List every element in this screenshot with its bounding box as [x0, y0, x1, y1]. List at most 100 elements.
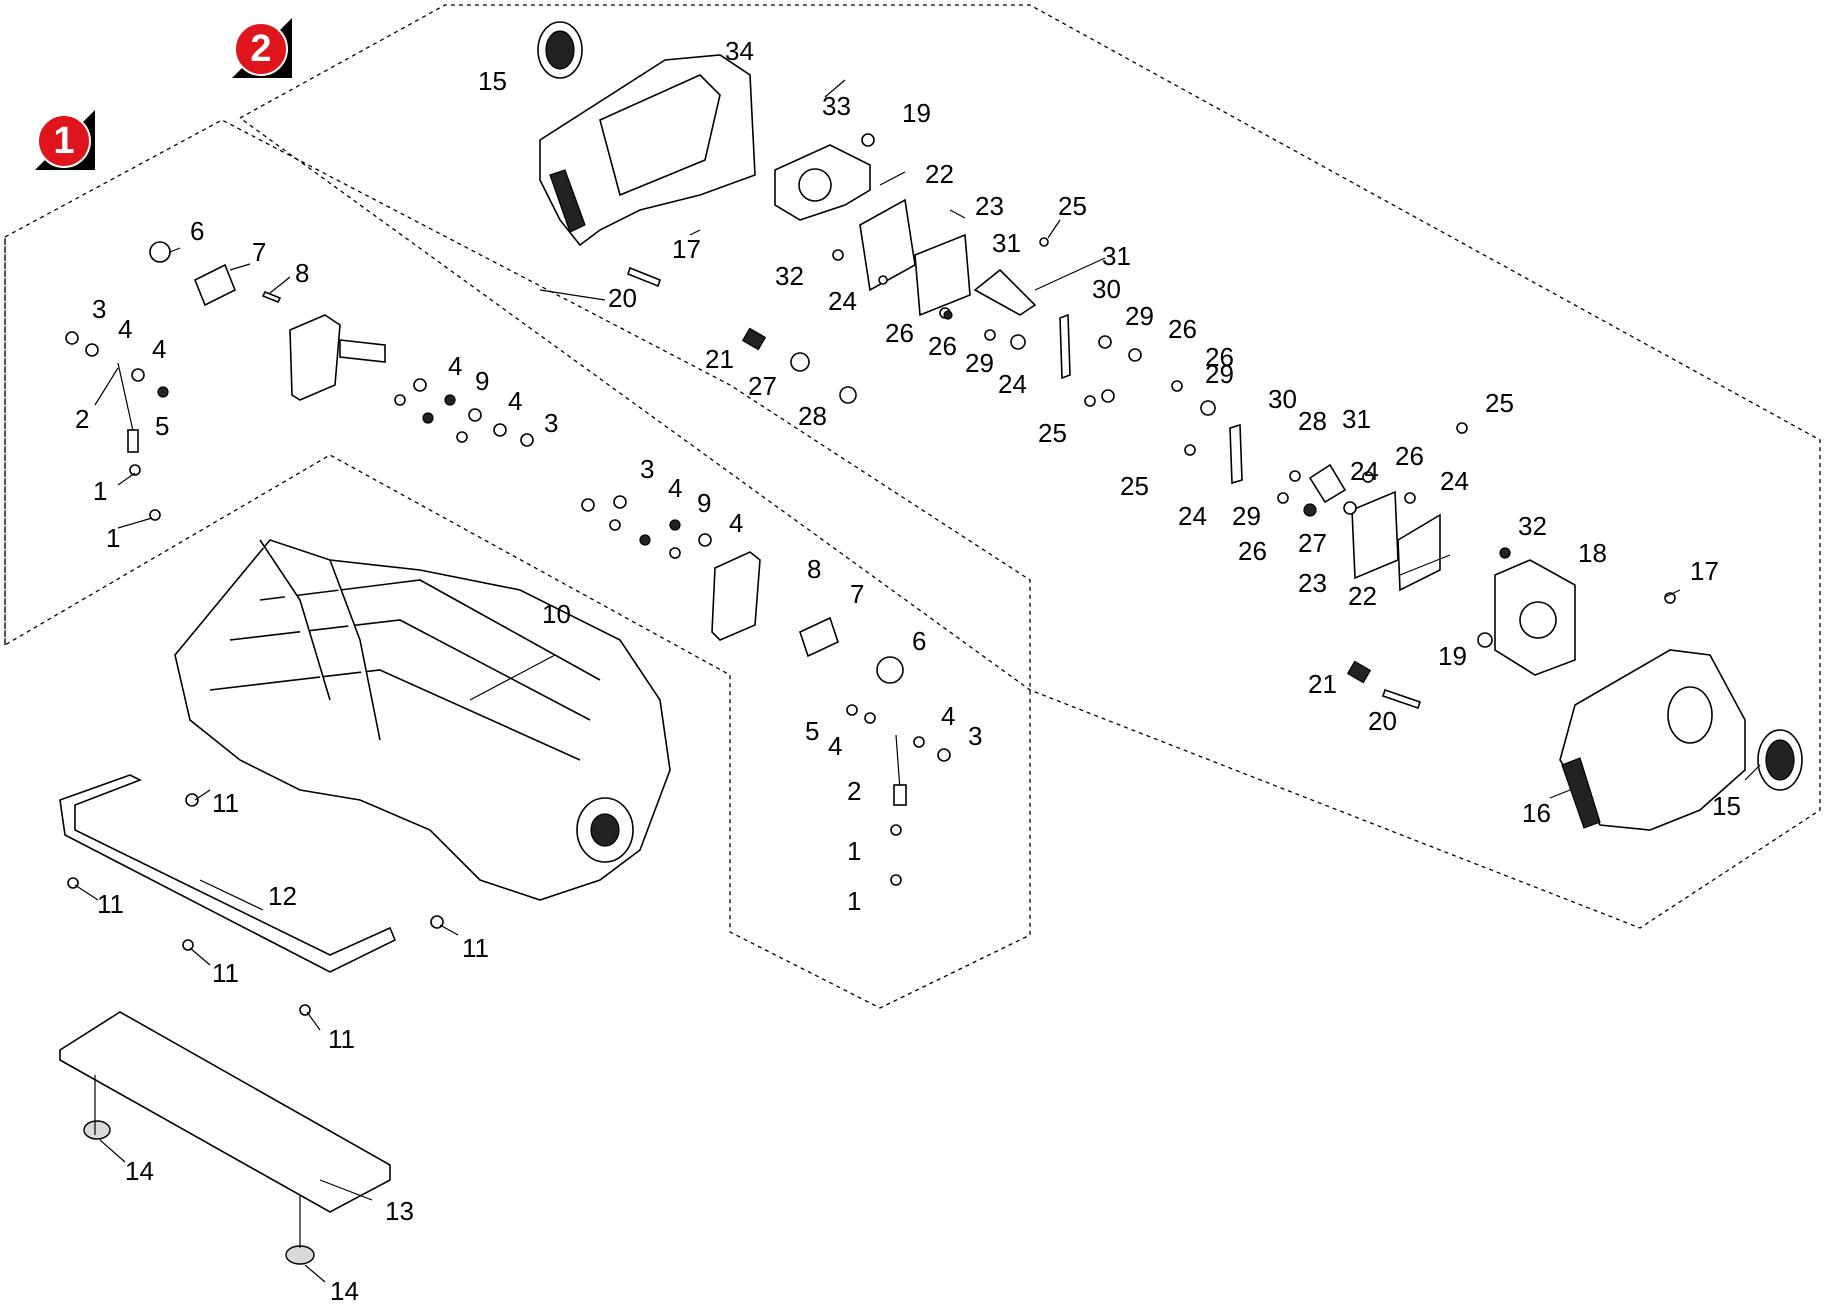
callout-5: 5 [805, 716, 819, 746]
part-30-bar[interactable] [1059, 313, 1071, 380]
part-31-link-right[interactable] [1308, 463, 1347, 504]
callout-33: 33 [822, 91, 851, 121]
part-23-plate[interactable] [914, 233, 971, 317]
callout-4: 4 [941, 701, 955, 731]
callout-26: 26 [1168, 314, 1197, 344]
callout-31: 31 [992, 228, 1021, 258]
part-16-housing[interactable] [1559, 649, 1746, 831]
callout-labels: 1 1 1 1 2 2 3 3 3 3 4 4 4 4 4 4 4 4 5 5 … [75, 36, 1741, 1306]
callout-2: 2 [847, 776, 861, 806]
group-1-badge: 1 [35, 110, 95, 170]
callout-32: 32 [1518, 511, 1547, 541]
callout-4: 4 [508, 386, 522, 416]
small-hardware [65, 133, 1676, 1016]
callout-25: 25 [1038, 418, 1067, 448]
callout-13: 13 [385, 1196, 414, 1226]
part-27-nut[interactable] [790, 352, 810, 372]
callout-3: 3 [92, 294, 106, 324]
part-6-knob-left[interactable] [149, 241, 171, 263]
callout-2: 2 [75, 404, 89, 434]
callout-7: 7 [252, 237, 266, 267]
callout-26: 26 [1238, 536, 1267, 566]
callout-32: 32 [775, 261, 804, 291]
part-15-gear-top[interactable] [537, 21, 583, 79]
callout-15: 15 [478, 66, 507, 96]
callout-4: 4 [828, 731, 842, 761]
part-12-bracket[interactable] [59, 774, 397, 973]
callout-12: 12 [268, 881, 297, 911]
callout-9: 9 [697, 488, 711, 518]
callout-14: 14 [125, 1156, 154, 1186]
part-7-bracket-mid[interactable] [799, 616, 839, 658]
callout-4: 4 [152, 334, 166, 364]
callout-29: 29 [1205, 359, 1234, 389]
callout-34: 34 [725, 36, 754, 66]
callout-27: 27 [1298, 528, 1327, 558]
callout-1: 1 [847, 886, 861, 916]
callout-4: 4 [729, 508, 743, 538]
part-22-plate[interactable] [859, 198, 916, 292]
part-14-knob-b[interactable] [285, 1245, 315, 1265]
callout-4: 4 [118, 314, 132, 344]
part-21-spring[interactable] [741, 327, 767, 351]
callout-10: 10 [542, 599, 571, 629]
callout-26: 26 [1395, 441, 1424, 471]
callout-24: 24 [1350, 456, 1379, 486]
part-15-gear-right[interactable] [1757, 729, 1803, 791]
callout-23: 23 [1298, 568, 1327, 598]
callout-28: 28 [1298, 406, 1327, 436]
part-10-rotor[interactable] [174, 539, 671, 901]
part-31-link[interactable] [973, 268, 1037, 316]
callout-20: 20 [608, 283, 637, 313]
callout-29: 29 [965, 348, 994, 378]
part-20-bolt[interactable] [627, 266, 661, 288]
callout-30: 30 [1092, 274, 1121, 304]
callout-27: 27 [748, 371, 777, 401]
callout-25: 25 [1120, 471, 1149, 501]
callout-3: 3 [968, 721, 982, 751]
callout-22: 22 [1348, 581, 1377, 611]
group-2-badge-number: 2 [234, 22, 288, 76]
part-20-bolt-right[interactable] [1381, 688, 1422, 710]
callout-24: 24 [1440, 466, 1469, 496]
callout-11: 11 [212, 958, 239, 988]
part-slotted-bracket-mid[interactable] [711, 551, 761, 641]
part-33-bracket[interactable] [774, 144, 871, 221]
part-6-knob-mid[interactable] [876, 656, 904, 684]
callout-22: 22 [925, 159, 954, 189]
callout-4: 4 [668, 473, 682, 503]
callout-31: 31 [1102, 241, 1131, 271]
part-slotted-bracket-left[interactable] [289, 314, 386, 401]
callout-16: 16 [1522, 798, 1551, 828]
callout-11: 11 [97, 889, 124, 919]
callout-26: 26 [885, 318, 914, 348]
part-13-plate[interactable] [59, 1011, 391, 1213]
callout-17: 17 [672, 234, 701, 264]
part-2-rod-left[interactable] [117, 362, 139, 453]
callout-18: 18 [1578, 538, 1607, 568]
callout-29: 29 [1125, 301, 1154, 331]
group-boundaries [4, 4, 1821, 1009]
callout-19: 19 [902, 98, 931, 128]
callout-5: 5 [155, 411, 169, 441]
part-2-rod-mid[interactable] [893, 734, 907, 806]
part-8-screw-left[interactable] [261, 290, 282, 304]
part-21-spring-right[interactable] [1346, 660, 1372, 684]
callout-9: 9 [475, 366, 489, 396]
callout-23: 23 [975, 191, 1004, 221]
part-28-nut[interactable] [839, 386, 857, 404]
part-7-bracket-left[interactable] [193, 263, 237, 307]
group-2-badge: 2 [232, 18, 292, 78]
part-23-plate-right[interactable] [1351, 490, 1399, 580]
part-34-housing[interactable] [539, 54, 756, 247]
callout-17: 17 [1690, 556, 1719, 586]
callout-26: 26 [928, 331, 957, 361]
part-14-knob-a[interactable] [83, 1120, 111, 1140]
callout-1: 1 [847, 836, 861, 866]
callout-24: 24 [1178, 501, 1207, 531]
callout-7: 7 [850, 579, 864, 609]
part-18-bracket[interactable] [1494, 559, 1576, 676]
part-30-bar-right[interactable] [1229, 423, 1243, 485]
part-22-plate-right[interactable] [1397, 513, 1441, 592]
callout-6: 6 [190, 216, 204, 246]
